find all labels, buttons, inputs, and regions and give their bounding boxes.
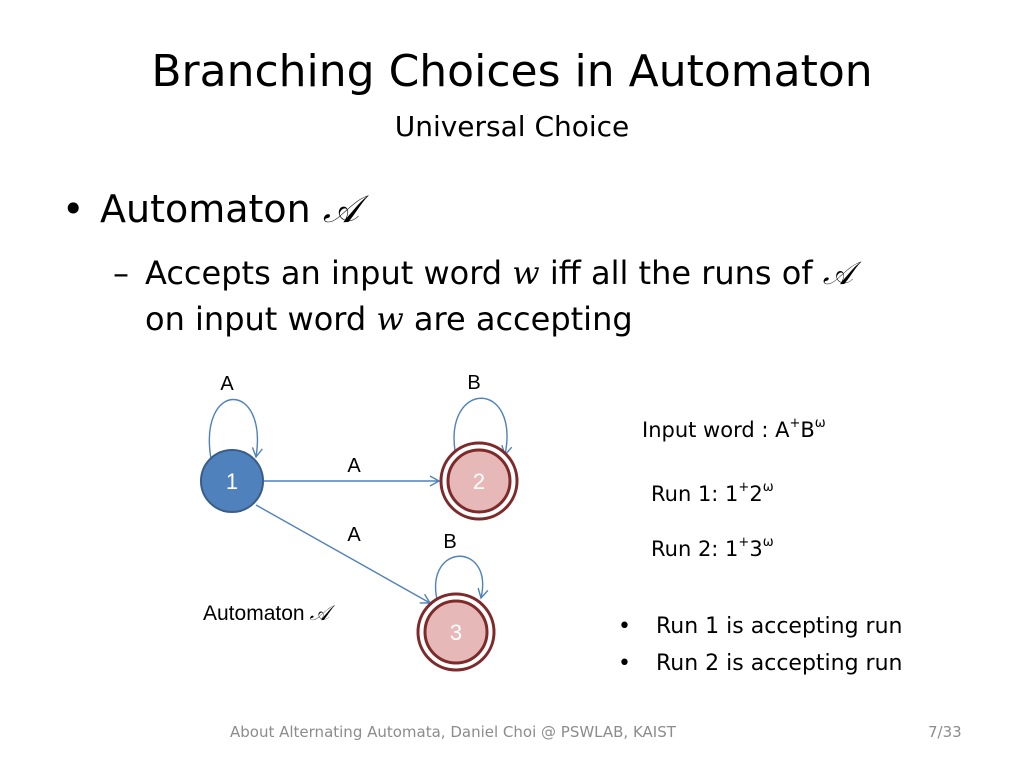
sub-bullet-text: Accepts an input word w iff all the runs… [145,250,983,343]
edge-label-3-3: B [443,531,456,553]
conclusion-bullet: • [618,614,631,639]
run1-sup1: + [738,480,750,495]
slide-subtitle: Universal Choice [394,110,630,143]
edge-label-1-1: A [220,373,234,395]
state-3-label: 3 [450,620,462,645]
input-word-mid: B [800,418,815,442]
input-word-line: Input word : A+Bω [642,416,826,442]
accepts-part2: iff all the runs of [549,254,813,292]
slide-title: Branching Choices in Automaton [151,46,873,97]
sub-bullet-dash: – [113,254,129,292]
accepts-part1: Accepts an input word [145,254,503,292]
word-symbol-w-2: w [376,300,404,339]
automaton-symbol-inline: 𝒜 [822,254,854,292]
state-2-label: 2 [473,469,485,494]
edge-1-3 [255,504,432,604]
edge-2-2 [453,397,513,457]
conclusion-bullet: • [618,651,631,676]
input-word-sup1: + [789,416,801,431]
run2-mid: 3 [749,537,763,561]
run2-line: Run 2: 1+3ω [651,535,774,561]
conclusion-item: • Run 1 is accepting run [618,614,902,651]
conclusion-list: • Run 1 is accepting run • Run 2 is accept… [618,614,902,688]
edge-label-2-2: B [467,372,480,394]
bullet-dot: • [62,187,85,231]
state-1 [200,449,264,513]
run2-label: Run 2: 1 [651,537,739,561]
diagram-caption-symbol: 𝒜 [310,601,336,625]
word-symbol-w: w [512,254,540,292]
sub-bullet-accepts: – Accepts an input word w iff all the ru… [113,250,983,343]
run1-label: Run 1: 1 [651,482,739,506]
run1-line: Run 1: 1+2ω [651,480,774,506]
page-number: 7/33 [928,723,962,741]
conclusion-text-2: Run 2 is accepting run [656,651,903,676]
run2-sup2: ω [762,535,774,550]
run2-sup1: + [738,535,750,550]
edge-label-1-2: A [347,455,361,477]
state-3 [423,599,489,665]
footer-text: About Alternating Automata, Daniel Choi … [230,723,676,741]
input-word-label: Input word : A [642,418,790,442]
input-word-sup2: ω [814,416,826,431]
diagram-caption-text: Automaton [203,602,305,625]
bullet-automaton-text: Automaton [100,187,311,231]
accepts-part4: are accepting [413,300,633,339]
edge-label-1-3: A [347,524,361,546]
bullet-automaton: • Automaton 𝒜 [62,187,359,232]
state-2 [446,448,512,514]
run1-mid: 2 [749,482,763,506]
conclusion-item: • Run 2 is accepting run [618,651,902,688]
state-1-label: 1 [226,469,238,494]
conclusion-text-1: Run 1 is accepting run [656,614,903,639]
accepts-part3: on input word [145,300,367,339]
edge-3-3 [434,555,489,601]
automaton-symbol: 𝒜 [322,187,359,231]
run1-sup2: ω [762,480,774,495]
edge-1-1 [208,398,263,460]
